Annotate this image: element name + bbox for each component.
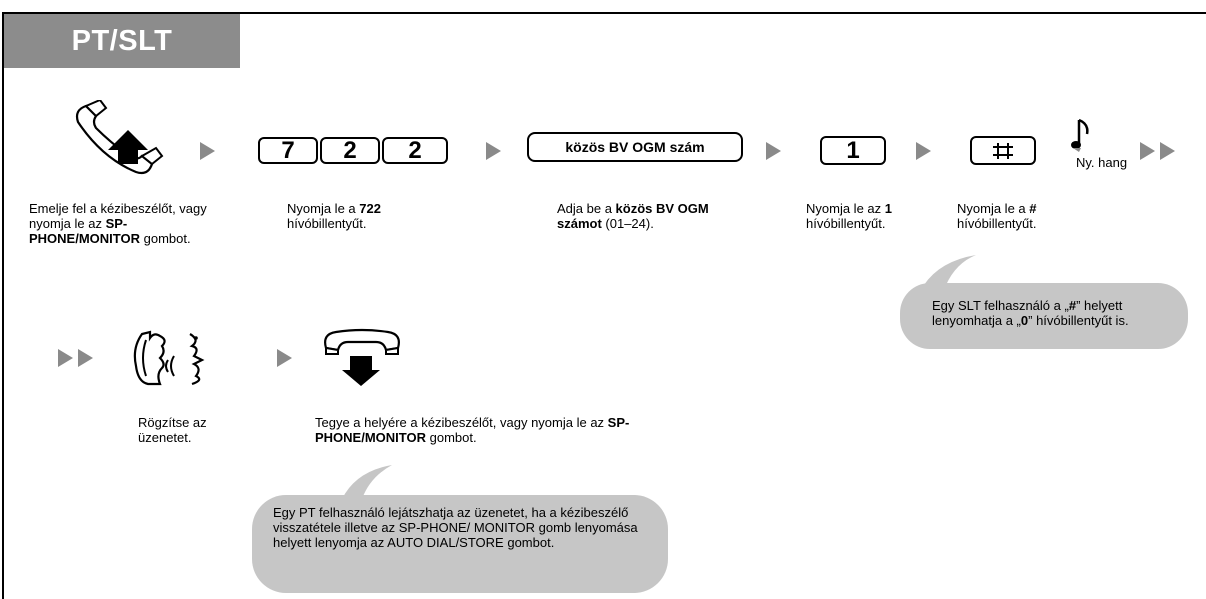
- step-arrow-3: [766, 142, 781, 160]
- step3-description: Adja be a közös BV OGM számot (01–24).: [557, 201, 709, 231]
- step-arrow-2: [486, 142, 501, 160]
- handset-off-hook-icon: [75, 100, 164, 175]
- step5-description: Nyomja le a # hívóbillentyűt.: [957, 201, 1037, 231]
- tone-label: Ny. hang: [1076, 155, 1128, 170]
- step-arrow-4: [916, 142, 931, 160]
- frame-top-border: [2, 12, 1206, 14]
- speaking-person-icon: [133, 330, 205, 386]
- ogm-number-key: közös BV OGM szám: [527, 132, 743, 162]
- step-arrow-6a: [58, 349, 73, 367]
- handset-on-hook-icon: [324, 328, 400, 386]
- step-arrow-5a: [1140, 142, 1155, 160]
- dial-key-1: 1: [820, 136, 886, 165]
- dial-key-2a: 2: [320, 137, 380, 164]
- hash-symbol-icon: [993, 142, 1013, 159]
- step-arrow-5b: [1160, 142, 1175, 160]
- dial-key-hash: [970, 136, 1036, 165]
- step-arrow-6b: [78, 349, 93, 367]
- step1-description: Emelje fel a kézibeszélőt, vagy nyomja l…: [29, 201, 207, 246]
- dial-key-7: 7: [258, 137, 318, 164]
- step6-description: Rögzítse az üzenetet.: [138, 415, 207, 445]
- note1-bubble: [900, 255, 1188, 349]
- step7-description: Tegye a helyére a kézibeszélőt, vagy nyo…: [315, 415, 630, 445]
- note2-bubble: [252, 465, 668, 593]
- step-arrow-1: [200, 142, 215, 160]
- step-arrow-7: [277, 349, 292, 367]
- page-tab-title: PT/SLT: [4, 14, 240, 68]
- note1-text: Egy SLT felhasználó a „#” helyett lenyom…: [932, 298, 1129, 328]
- frame-left-border: [2, 12, 4, 599]
- dial-key-2b: 2: [382, 137, 448, 164]
- step2-description: Nyomja le a 722 hívóbillentyűt.: [287, 201, 381, 231]
- note2-text: Egy PT felhasználó lejátszhatja az üzene…: [273, 505, 638, 550]
- tone-note-icon: [1071, 118, 1089, 152]
- step4-description: Nyomja le az 1 hívóbillentyűt.: [806, 201, 892, 231]
